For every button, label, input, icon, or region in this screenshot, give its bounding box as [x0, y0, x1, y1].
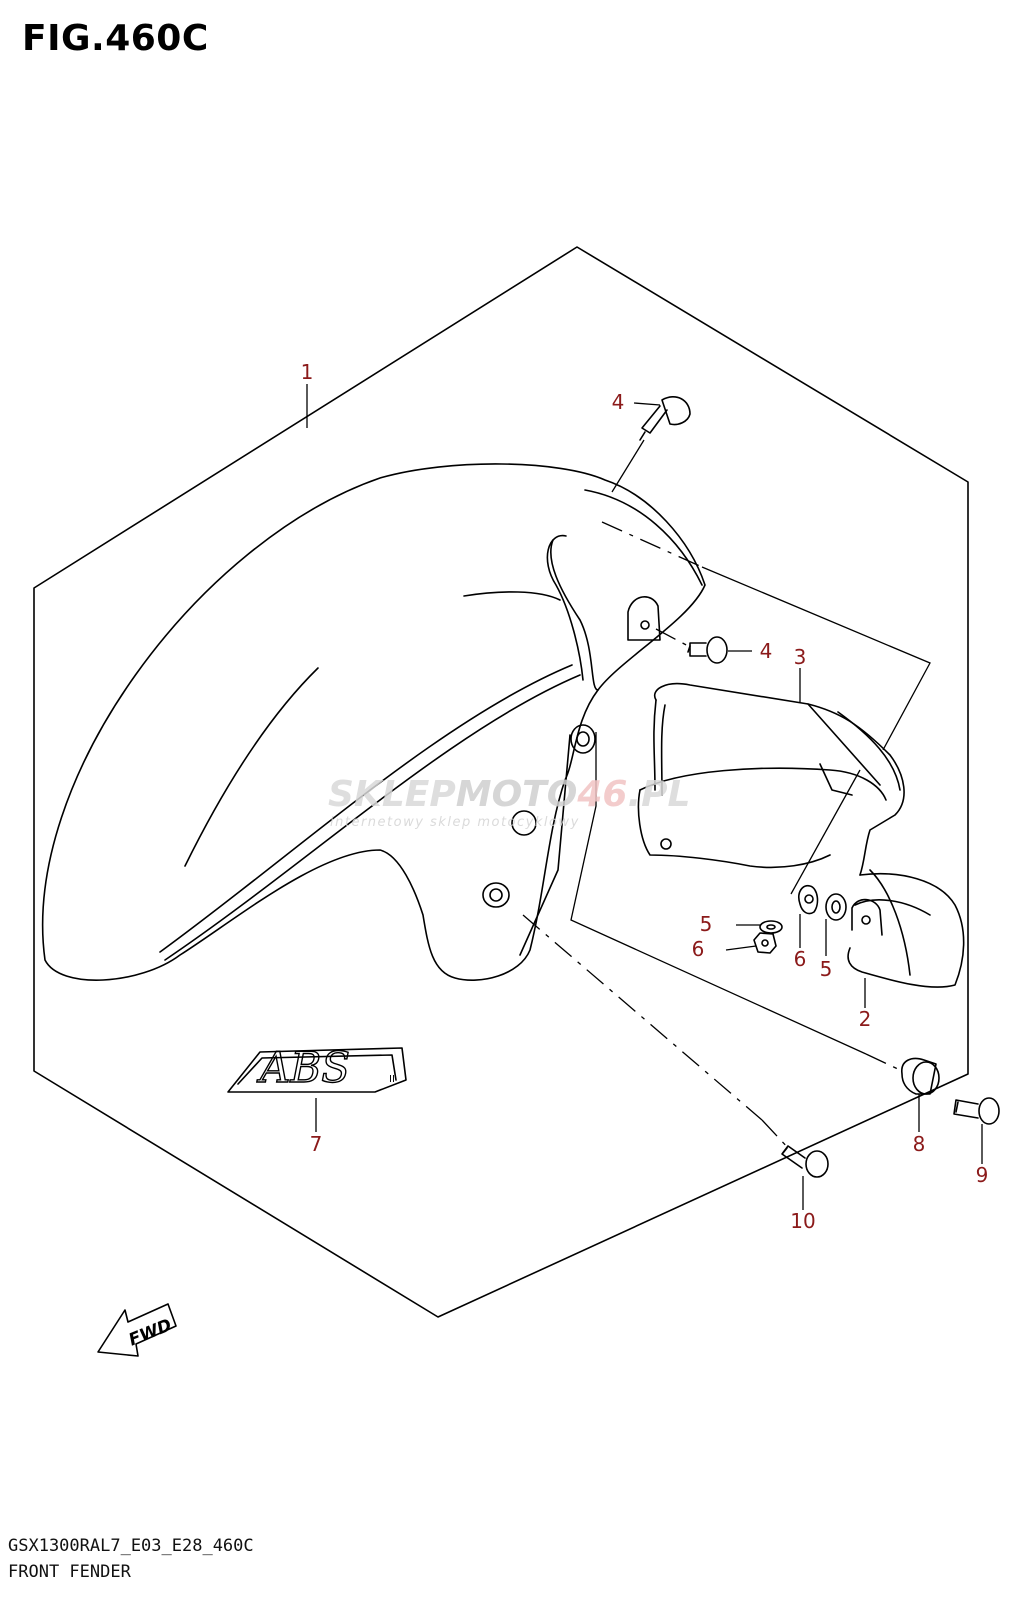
screw-side-part	[687, 636, 728, 664]
abs-emblem-sub: II	[389, 1074, 395, 1085]
callout-front-fender: 1	[301, 360, 314, 384]
assembly-outline	[33, 246, 969, 1318]
callout-bolt-9: 9	[976, 1163, 989, 1187]
callout-bolt-10: 10	[790, 1209, 815, 1233]
callout-inner-fender: 3	[794, 645, 807, 669]
callout-washer-left: 5	[700, 912, 713, 936]
callout-nut-left: 6	[692, 937, 705, 961]
bolt-9-part	[953, 1097, 1000, 1125]
fwd-arrow-icon	[97, 1303, 177, 1357]
cushion-part	[901, 1057, 940, 1095]
svg-text:internetowy sklep motocyklowy: internetowy sklep motocyklowy	[330, 815, 580, 830]
abs-emblem-text: ABS	[256, 1043, 350, 1092]
washer-left-part	[759, 920, 783, 934]
nut-right-part	[798, 884, 819, 915]
bolt-10-part	[781, 1145, 829, 1178]
callout-under-cover: 2	[859, 1007, 872, 1031]
washer-right-part	[825, 893, 847, 921]
front-fender-part	[41, 463, 706, 981]
callout-washer-right: 5	[820, 957, 833, 981]
fwd-label: FWD	[126, 1315, 175, 1350]
watermark: SKLEPMOTO46.PL internetowy sklep motocyk…	[328, 774, 690, 830]
figure-title: FIG.460C	[22, 18, 209, 59]
model-code: GSX1300RAL7_E03_E28_460C	[8, 1536, 254, 1556]
screw-top-part	[639, 396, 691, 441]
callout-cushion: 8	[913, 1132, 926, 1156]
under-cover-part	[847, 869, 965, 988]
abs-emblem-part	[227, 1047, 407, 1093]
callout-screw-side: 4	[760, 639, 773, 663]
nut-left-part	[753, 932, 777, 954]
section-name: FRONT FENDER	[8, 1562, 131, 1582]
callout-emblem: 7	[310, 1132, 323, 1156]
callout-nut-right: 6	[794, 947, 807, 971]
callout-screw-top: 4	[612, 390, 625, 414]
inner-fender-part	[637, 682, 905, 876]
svg-text:SKLEPMOTO46.PL: SKLEPMOTO46.PL	[328, 774, 690, 815]
